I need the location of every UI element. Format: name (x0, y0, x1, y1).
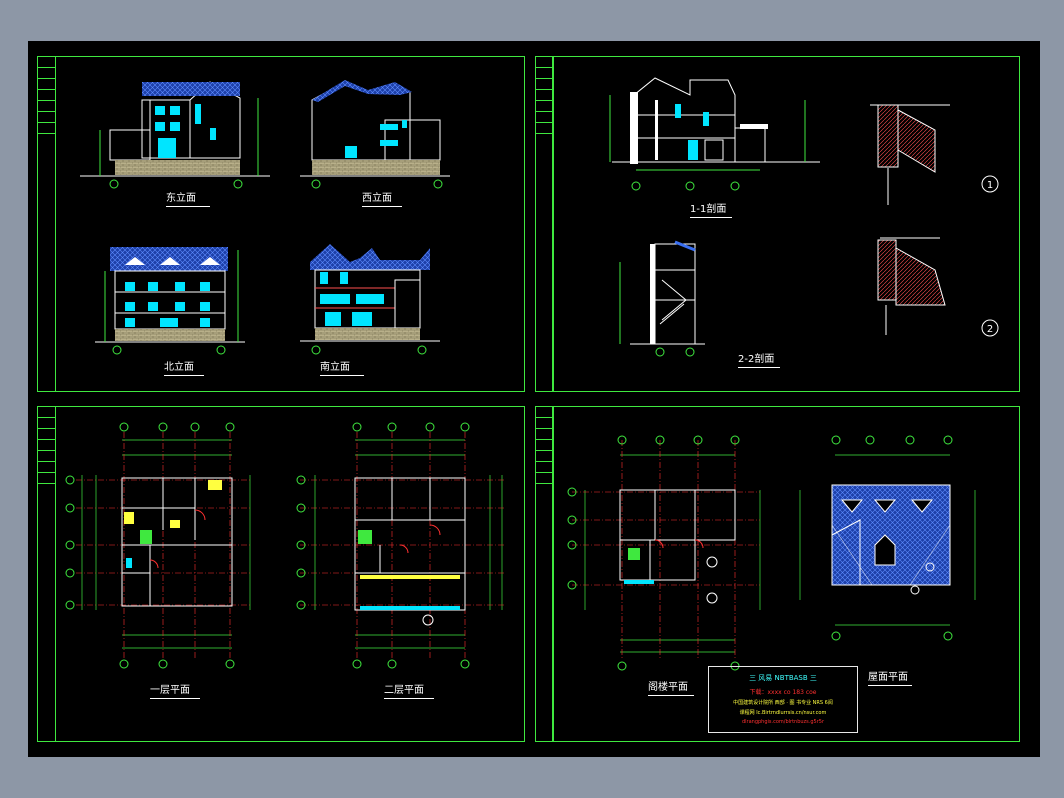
section-2-drawing (619, 240, 705, 345)
roof-plan-drawing (799, 454, 976, 626)
panel-attic-roof-plans (552, 406, 1020, 742)
section-1-drawing (609, 77, 820, 171)
west-elevation-drawing (300, 80, 450, 177)
west-elevation-title: 西立面 (362, 189, 402, 207)
binding-strip (535, 56, 554, 392)
detail-marker-2 (981, 319, 999, 337)
panel-sections (552, 56, 1020, 392)
binding-strip (37, 406, 56, 742)
floor-2-plan-title: 二层平面 (384, 681, 434, 699)
floor-2-plan-drawing (300, 432, 505, 660)
east-elevation-title: 东立面 (166, 189, 210, 207)
section-2-title: 2-2剖面 (738, 350, 780, 368)
detail-1-drawing (870, 104, 950, 205)
binding-strip (535, 406, 554, 742)
detail-marker-1 (981, 175, 999, 193)
roof-plan-title: 屋面平面 (868, 668, 912, 686)
title-block-line-5: dlrangphgis.com/blrtnbuzs.g5r5r (741, 719, 825, 725)
detail-2-drawing (877, 237, 946, 335)
north-elevation-drawing (95, 247, 245, 343)
south-elevation-title: 南立面 (320, 358, 364, 376)
axis-bubble (233, 179, 243, 189)
svg-text:2: 2 (987, 324, 993, 335)
south-elevation-drawing (300, 244, 440, 342)
title-block-line-1: 三 风易 NBTBASB 三 (749, 674, 817, 682)
title-block-line-4: 课程网 lc.Birtrndlurrsis.cn/nsur.com (739, 710, 827, 716)
axis-bubble (109, 179, 119, 189)
title-block-line-3: 中国建筑设计院所 西部 · 图 书专业 NRS 6阅 (733, 700, 833, 706)
attic-plan-drawing (572, 440, 761, 660)
svg-text:1: 1 (987, 180, 993, 191)
binding-strip (37, 56, 56, 392)
section-1-title: 1-1剖面 (690, 200, 732, 218)
north-elevation-title: 北立面 (164, 358, 204, 376)
title-block: 三 风易 NBTBASB 三 下载：xxxx co 183 coe 中国建筑设计… (708, 666, 858, 733)
title-block-line-2: 下载：xxxx co 183 coe (749, 689, 817, 696)
east-elevation-drawing (80, 81, 270, 177)
floor-1-plan-title: 一层平面 (150, 681, 200, 699)
attic-plan-title: 阁楼平面 (648, 678, 694, 696)
floor-1-plan-drawing (76, 432, 251, 660)
